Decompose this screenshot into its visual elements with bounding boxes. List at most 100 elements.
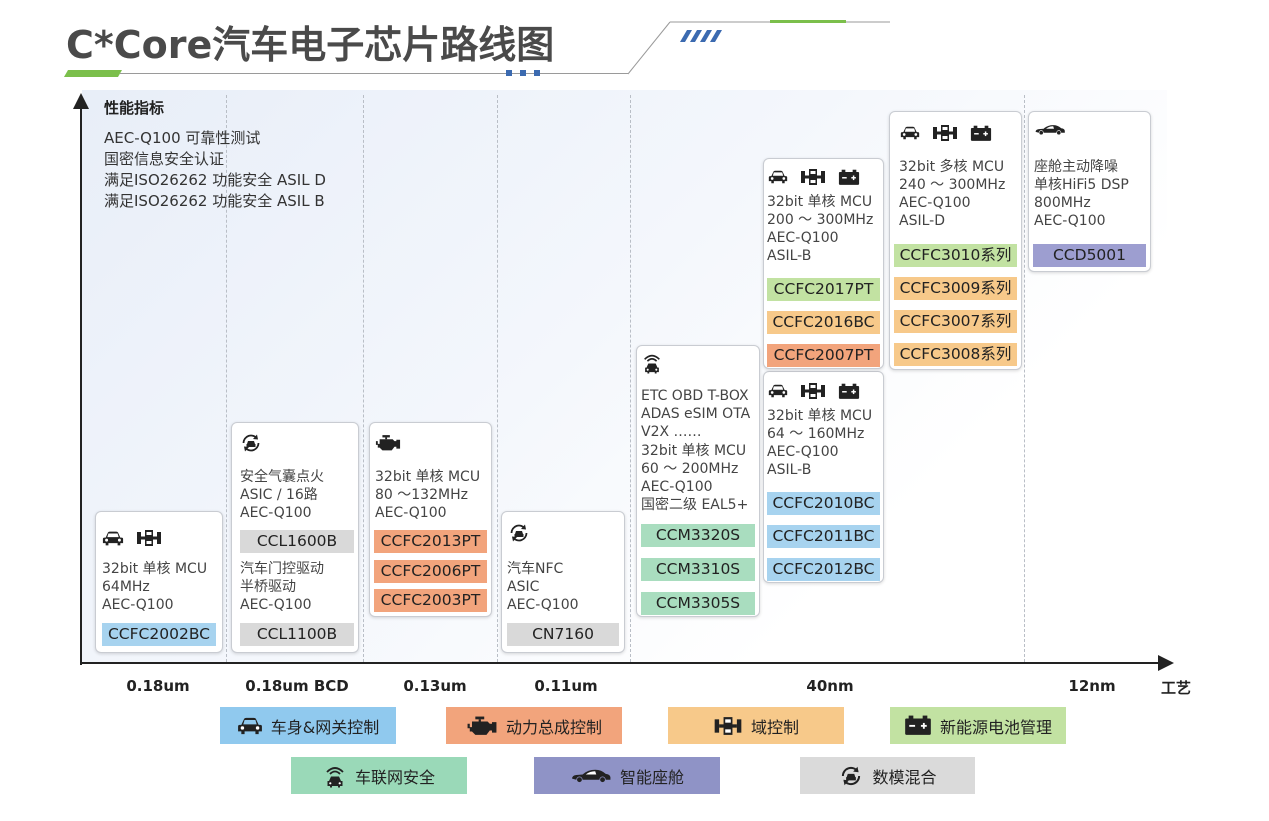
card-text: 国密二级 EAL5+ xyxy=(641,497,749,513)
mixed-signal-icon xyxy=(507,521,531,545)
chip-card-analog: 安全气囊点火 ASIC / 16路 AEC-Q100 CCL1600B 汽车门控… xyxy=(231,422,359,653)
card-text: 汽车门控驱动 xyxy=(240,561,324,577)
card-text: ASIL-B xyxy=(767,462,812,478)
engine-icon xyxy=(466,716,498,736)
card-text: AEC-Q100 xyxy=(641,479,713,495)
card-text: AEC-Q100 xyxy=(1034,213,1106,229)
sports-car-icon xyxy=(1034,123,1066,136)
card-text: AEC-Q100 xyxy=(102,597,174,613)
card-text: 单核HiFi5 DSP xyxy=(1034,177,1129,193)
x-axis-arrow xyxy=(1158,655,1174,671)
chip-tag: CCFC2016BC xyxy=(767,311,880,334)
y-axis-arrow xyxy=(73,93,89,109)
grid-line xyxy=(1024,95,1025,662)
card-text: 安全气囊点火 xyxy=(240,469,324,485)
grid-line xyxy=(497,95,498,662)
chip-tag: CCM3320S xyxy=(641,524,755,547)
chip-card-mcu-asild: 32bit 多核 MCU 240 ～ 300MHz AEC-Q100 ASIL-… xyxy=(889,111,1022,370)
card-text: AEC-Q100 xyxy=(899,195,971,211)
grid-line xyxy=(363,95,364,662)
chip-tag: CCFC2002BC xyxy=(102,623,216,646)
card-text: 汽车NFC xyxy=(507,561,564,577)
legend-label: 车身&网关控制 xyxy=(270,717,380,737)
grid-line xyxy=(226,95,227,662)
chip-tag: CCFC2017PT xyxy=(767,278,880,301)
x-tick-label: 40nm xyxy=(806,677,854,695)
card-text: AEC-Q100 xyxy=(375,505,447,521)
header-decoration xyxy=(506,20,890,76)
chassis-icon xyxy=(932,124,958,142)
x-tick-label: 0.11um xyxy=(534,677,598,695)
chip-tag: CCD5001 xyxy=(1033,244,1146,267)
card-text: ASIL-D xyxy=(899,213,945,229)
battery-icon xyxy=(838,169,860,186)
car-icon xyxy=(102,530,124,547)
legend-label: 新能源电池管理 xyxy=(939,717,1052,737)
x-tick-label: 0.13um xyxy=(403,677,467,695)
y-axis xyxy=(80,100,82,665)
battery-icon xyxy=(838,383,860,400)
card-text: ASIC xyxy=(507,579,540,595)
chip-card-mcu-asilb-high: 32bit 单核 MCU 200 ～ 300MHz AEC-Q100 ASIL-… xyxy=(763,158,884,369)
legend-item-cockpit: 智能座舱 xyxy=(534,757,720,794)
chip-card-mcu-asilb-low: 32bit 单核 MCU 64 ～ 160MHz AEC-Q100 ASIL-B… xyxy=(763,371,884,583)
car-icon xyxy=(768,169,788,185)
card-text: 800MHz xyxy=(1034,195,1091,211)
requirement-text: 国密信息安全认证 xyxy=(104,150,225,168)
sports-car-icon xyxy=(570,767,612,784)
chip-tag: CN7160 xyxy=(507,623,619,646)
chip-card-body-mcu: 32bit 单核 MCU 64MHz AEC-Q100 CCFC2002BC xyxy=(95,511,223,653)
card-text: 32bit 单核 MCU xyxy=(102,561,208,577)
chip-tag: CCL1600B xyxy=(240,530,354,553)
legend-label: 域控制 xyxy=(750,717,799,737)
card-text: 32bit 单核 MCU xyxy=(641,443,747,459)
chip-card-nfc: 汽车NFC ASIC AEC-Q100 CN7160 xyxy=(501,511,625,653)
card-text: V2X …… xyxy=(641,424,702,440)
card-text: AEC-Q100 xyxy=(240,505,312,521)
chip-tag: CCFC3007系列 xyxy=(894,310,1017,333)
legend-item-mixed-signal: 数模混合 xyxy=(800,757,975,794)
chip-card-cabin-dsp: 座舱主动降噪 单核HiFi5 DSP 800MHz AEC-Q100 CCD50… xyxy=(1028,111,1151,272)
y-axis-label: 性能指标 xyxy=(104,99,165,117)
x-tick-label: 0.18um xyxy=(126,677,190,695)
card-text: 240 ～ 300MHz xyxy=(899,177,1006,193)
x-axis xyxy=(80,662,1162,664)
chip-tag: CCM3310S xyxy=(641,558,755,581)
card-text: 200 ～ 300MHz xyxy=(767,212,874,228)
car-icon xyxy=(237,716,263,736)
chip-card-security: ETC OBD T-BOX ADAS eSIM OTA V2X …… 32bit… xyxy=(636,345,760,617)
chip-tag: CCFC2011BC xyxy=(767,525,880,548)
chip-tag: CCFC3008系列 xyxy=(894,343,1017,366)
title-baseline xyxy=(120,73,628,74)
legend-item-body-gateway: 车身&网关控制 xyxy=(220,707,396,744)
card-text: AEC-Q100 xyxy=(767,230,839,246)
legend-item-domain: 域控制 xyxy=(668,707,844,744)
connected-car-icon xyxy=(641,352,663,374)
connected-car-icon xyxy=(323,764,347,788)
legend-label: 车联网安全 xyxy=(354,767,435,787)
page-title: C*Core汽车电子芯片路线图 xyxy=(66,23,555,67)
legend-label: 动力总成控制 xyxy=(505,717,602,737)
chip-tag: CCFC2010BC xyxy=(767,492,880,515)
chip-tag: CCFC3010系列 xyxy=(894,244,1017,267)
card-text: AEC-Q100 xyxy=(240,597,312,613)
card-text: ETC OBD T-BOX xyxy=(641,388,749,404)
card-text: ADAS eSIM OTA xyxy=(641,406,751,422)
card-text: ASIL-B xyxy=(767,248,812,264)
chip-tag: CCL1100B xyxy=(240,623,354,646)
grid-line xyxy=(630,95,631,662)
card-text: 32bit 单核 MCU xyxy=(375,469,481,485)
legend-label: 数模混合 xyxy=(872,767,937,787)
legend-item-v2x-security: 车联网安全 xyxy=(291,757,467,794)
car-icon xyxy=(768,383,788,399)
title-underline xyxy=(63,70,123,77)
card-text: 32bit 单核 MCU xyxy=(767,194,873,210)
card-text: ASIC / 16路 xyxy=(240,487,318,503)
chip-tag: CCFC2006PT xyxy=(374,560,487,583)
requirement-text: 满足ISO26262 功能安全 ASIL D xyxy=(104,171,326,189)
card-text: 32bit 单核 MCU xyxy=(767,408,873,424)
chip-tag: CCFC3009系列 xyxy=(894,277,1017,300)
chip-tag: CCFC2003PT xyxy=(374,589,487,612)
card-text: 32bit 多核 MCU xyxy=(899,159,1005,175)
chip-card-powertrain: 32bit 单核 MCU 80 ～132MHz AEC-Q100 CCFC201… xyxy=(369,422,492,617)
